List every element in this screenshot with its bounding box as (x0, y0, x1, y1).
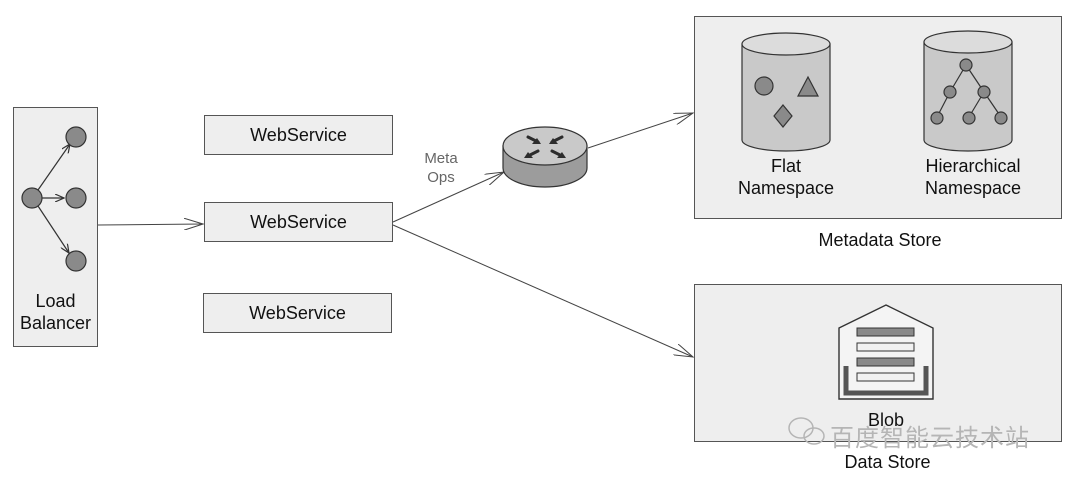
hierarchical-namespace-database-icon (923, 30, 1013, 152)
hierarchical-namespace-label: Hierarchical Namespace (924, 156, 1022, 198)
blob-storage-icon (838, 304, 934, 400)
webservice-to-datastore-arrow (392, 224, 693, 357)
lb-to-webservice-arrow (97, 224, 203, 225)
data-store-title: Data Store (844, 452, 931, 472)
webservice-to-router-arrow (392, 172, 504, 223)
meta-ops-label: Meta Ops (424, 150, 458, 186)
webservice-box-middle: WebService (204, 202, 393, 242)
webservice-box-top: WebService (204, 115, 393, 155)
metadata-store-title: Metadata Store (818, 230, 942, 250)
flat-namespace-database-icon (741, 32, 831, 152)
blob-label: Blob (867, 410, 905, 430)
router-to-metadata-arrow (587, 113, 693, 149)
load-balancer-panel (13, 107, 98, 347)
webservice-box-bottom: WebService (203, 293, 392, 333)
watermark-text: 百度智能云技术站 (830, 425, 1030, 452)
load-balancer-label: Load Balancer (19, 291, 92, 333)
load-balancer-tree-icon (21, 126, 87, 272)
flat-namespace-label: Flat Namespace (737, 156, 835, 198)
wechat-logo-icon (788, 417, 825, 445)
router-icon (502, 126, 588, 188)
